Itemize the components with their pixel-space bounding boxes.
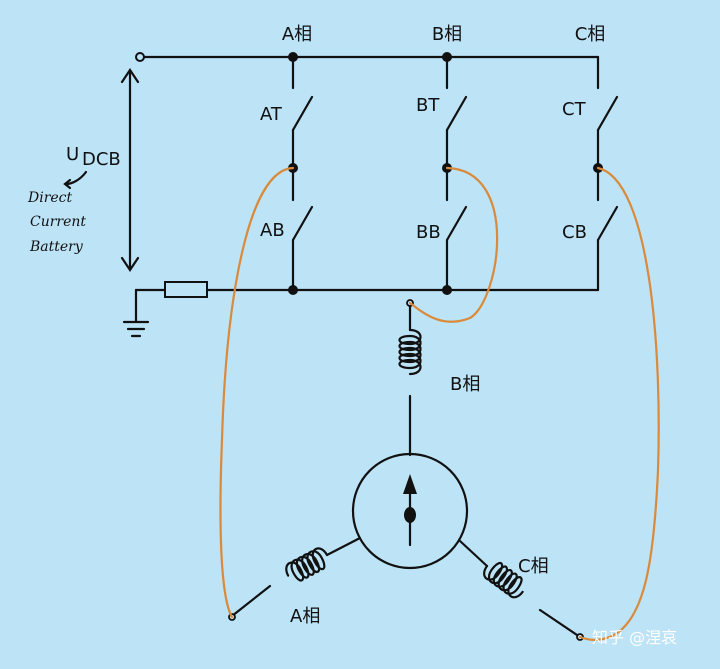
- switch-bt-label: BT: [416, 95, 440, 116]
- coil-a-label: A相: [290, 606, 320, 627]
- switch-cb-label: CB: [562, 222, 587, 243]
- coil-b-label: B相: [450, 374, 480, 395]
- note-arrow: [64, 170, 88, 186]
- switch-ct-label: CT: [562, 99, 587, 120]
- battery-note-line-2: Current: [30, 214, 86, 230]
- switch-ab-label: AB: [260, 220, 285, 241]
- switch-cb: [596, 205, 619, 242]
- phase-b-header: B相: [432, 24, 462, 45]
- switch-bb-label: BB: [416, 222, 441, 243]
- coil-c-label: C相: [518, 556, 549, 577]
- coil-c: [458, 539, 584, 641]
- phase-c-leg: [593, 55, 619, 292]
- lead-c: [578, 166, 660, 641]
- phase-c-header: C相: [575, 24, 606, 45]
- battery-note-line-1: Direct: [27, 190, 73, 206]
- phase-a-leg: [288, 55, 314, 292]
- lead-b: [408, 166, 499, 323]
- top-terminal: [135, 52, 145, 62]
- phase-b-leg: [442, 55, 468, 292]
- phase-a-header: A相: [282, 24, 312, 45]
- battery-note-line-3: Battery: [29, 239, 84, 255]
- voltage-label-sub: DCB: [82, 149, 121, 170]
- note-arrow-head: [63, 178, 72, 190]
- ground-symbol: [122, 320, 150, 338]
- switch-ct: [596, 95, 619, 132]
- watermark: 知乎 @涅哀: [592, 628, 677, 647]
- voltage-arrow: [120, 68, 140, 272]
- switch-ab: [291, 205, 314, 242]
- coil-b: [398, 299, 422, 457]
- switch-at-label: AT: [260, 104, 283, 125]
- shunt-resistor: [164, 281, 208, 298]
- lead-a: [219, 166, 295, 619]
- switch-bt: [445, 95, 468, 132]
- motor-rotor: [351, 452, 469, 570]
- coil-a: [228, 536, 362, 621]
- voltage-label-main: U: [66, 144, 79, 165]
- switch-at: [291, 95, 314, 132]
- switch-bb: [445, 205, 468, 242]
